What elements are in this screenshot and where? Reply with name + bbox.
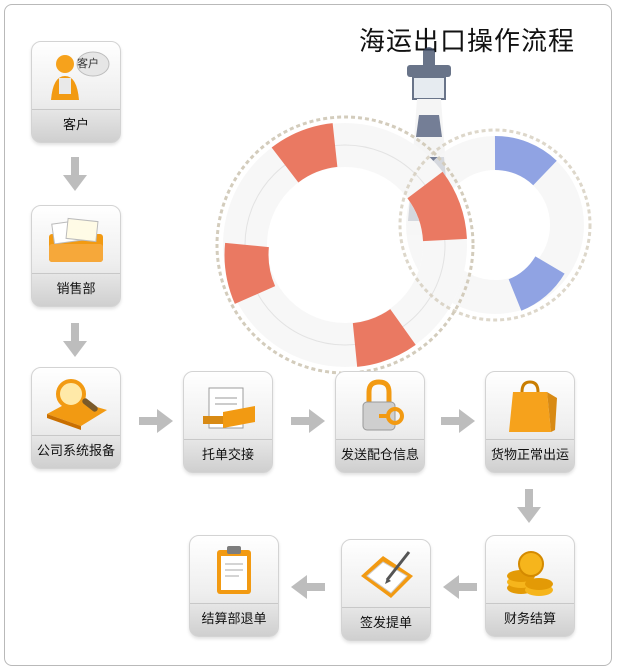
step-finance-settlement: 财务结算: [485, 535, 575, 637]
step-send-booking-info: 发送配仓信息: [335, 371, 425, 473]
document-handover-icon: [184, 372, 272, 440]
arrow-left-icon: [443, 575, 477, 599]
step-label: 销售部: [32, 273, 120, 306]
step-system-report: 公司系统报备: [31, 367, 121, 469]
step-label: 签发提单: [342, 607, 430, 640]
step-label: 财务结算: [486, 603, 574, 636]
lifebuoy-lighthouse-illustration: [215, 47, 592, 375]
magnifier-search-icon: [32, 368, 120, 436]
padlock-key-icon: [336, 372, 424, 440]
arrow-left-icon: [291, 575, 325, 599]
signing-envelope-icon: [342, 540, 430, 608]
step-label: 托单交接: [184, 439, 272, 472]
step-label: 公司系统报备: [32, 435, 120, 468]
arrow-down-icon: [63, 323, 87, 357]
arrow-down-icon: [517, 489, 541, 523]
step-label: 发送配仓信息: [336, 439, 424, 472]
step-label: 结算部退单: [190, 603, 278, 636]
customer-icon: 客户: [32, 42, 120, 110]
arrow-right-icon: [441, 409, 475, 433]
step-label: 货物正常出运: [486, 439, 574, 472]
step-customer: 客户 客户: [31, 41, 121, 143]
step-waybill-handover: 托单交接: [183, 371, 273, 473]
clipboard-return-icon: [190, 536, 278, 604]
customer-badge: 客户: [77, 57, 99, 70]
step-normal-shipment: 货物正常出运: [485, 371, 575, 473]
step-issue-bill-of-lading: 签发提单: [341, 539, 431, 641]
diagram-frame: 海运出口操作流程: [4, 4, 612, 666]
gold-coins-icon: [486, 536, 574, 604]
shopping-bag-icon: [486, 372, 574, 440]
step-settlement-return: 结算部退单: [189, 535, 279, 637]
arrow-right-icon: [139, 409, 173, 433]
sales-folder-icon: [32, 206, 120, 274]
step-sales: 销售部: [31, 205, 121, 307]
arrow-down-icon: [63, 157, 87, 191]
step-label: 客户: [32, 109, 120, 142]
diagram-title: 海运出口操作流程: [359, 27, 576, 57]
arrow-right-icon: [291, 409, 325, 433]
